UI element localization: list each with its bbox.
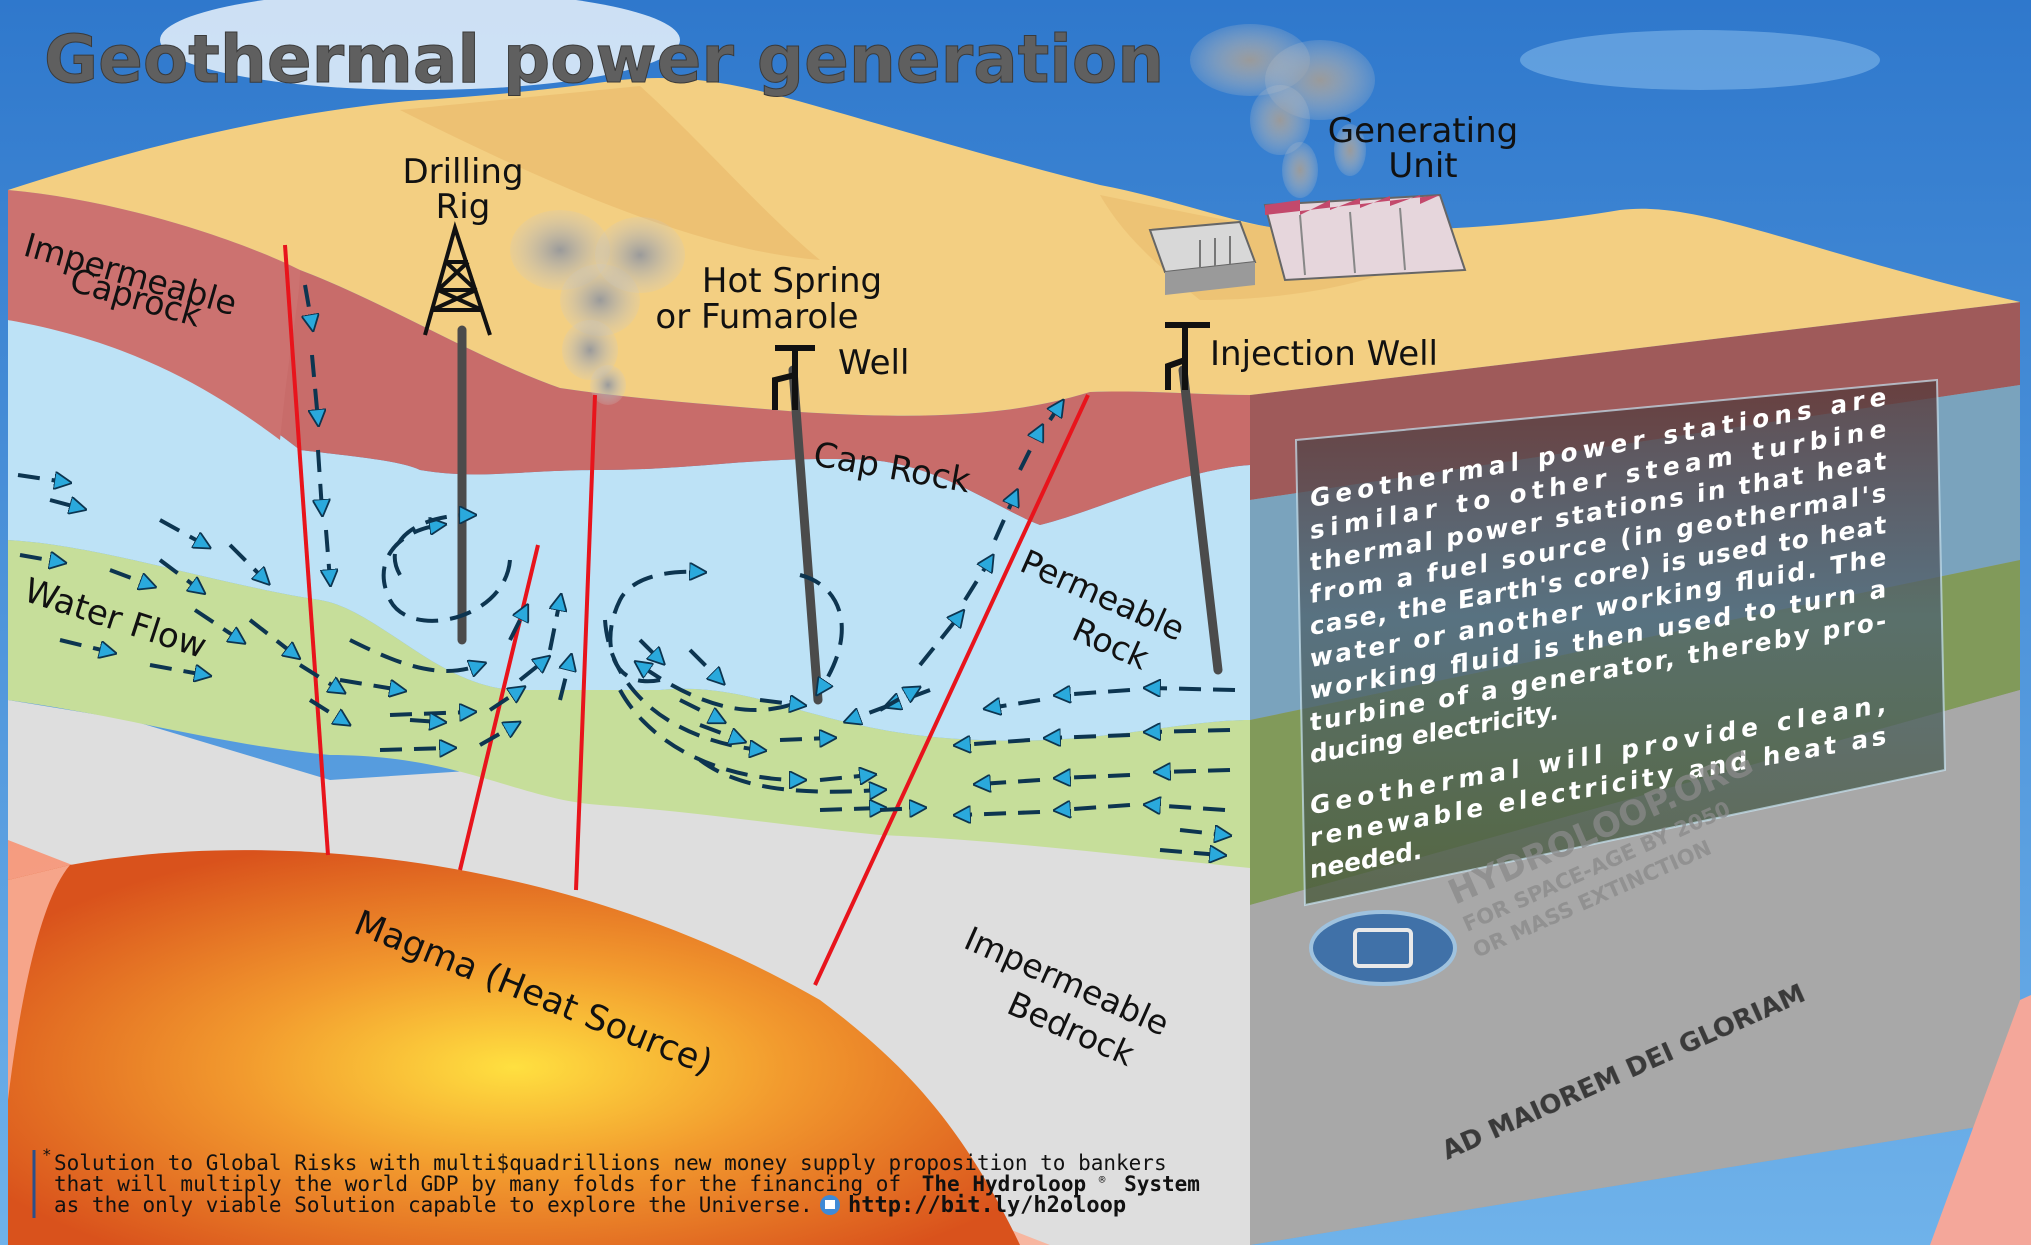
fault-lines	[283, 244, 1090, 986]
deep-right-corner	[1930, 995, 2031, 1245]
fault-line	[458, 544, 540, 871]
deep-below-magma	[8, 865, 70, 1100]
hot-spring-steam	[510, 210, 685, 405]
ground-shading	[400, 86, 820, 260]
label-hot-spring: or Fumarole	[655, 297, 858, 337]
label-injection-well: Injection Well	[1210, 334, 1438, 374]
generating-unit-building	[1148, 193, 1467, 295]
footnote: * Solution to Global Risks with multi$qu…	[32, 1145, 1200, 1218]
label-hot-spring: Hot Spring	[702, 261, 882, 301]
footnote-line3: as the only viable Solution capable to e…	[54, 1193, 813, 1217]
footnote-line2: that will multiply the world GDP by many…	[54, 1164, 1200, 1196]
production-wellhead	[772, 345, 815, 410]
label-generating-unit: Generating	[1328, 111, 1518, 151]
fault-line	[813, 394, 1090, 986]
drilling-rig	[423, 221, 492, 336]
generating-unit-smoke	[1190, 24, 1375, 198]
water-flow-arrows	[17, 284, 1236, 855]
footnote-asterisk: *	[42, 1145, 52, 1164]
injection-wellhead	[1165, 322, 1210, 390]
hydroloop-logo	[1309, 910, 1457, 986]
permeable-rock-layer	[8, 320, 1250, 741]
footnote-line1: Solution to Global Risks with multi$quad…	[54, 1151, 1167, 1175]
label-drilling-rig: Drilling	[402, 152, 523, 192]
caprock-left-face	[8, 190, 300, 440]
page-title: Geothermal power generation	[44, 21, 1164, 98]
injection-well-pipe	[1178, 365, 1223, 675]
production-well-pipe	[788, 365, 823, 705]
fault-line	[283, 244, 330, 856]
fault-line	[574, 394, 597, 891]
magma-chamber	[8, 850, 1020, 1245]
caprock-layer	[8, 190, 1250, 525]
well-pipes	[457, 325, 1223, 705]
label-generating-unit: Unit	[1388, 146, 1457, 186]
block-side-bedrock	[1250, 690, 2020, 1245]
label-drilling-rig: Rig	[436, 187, 491, 227]
footnote-link[interactable]: http://bit.ly/h2oloop	[848, 1193, 1126, 1218]
sky-clouds	[160, 0, 1880, 90]
label-well: Well	[838, 343, 909, 383]
